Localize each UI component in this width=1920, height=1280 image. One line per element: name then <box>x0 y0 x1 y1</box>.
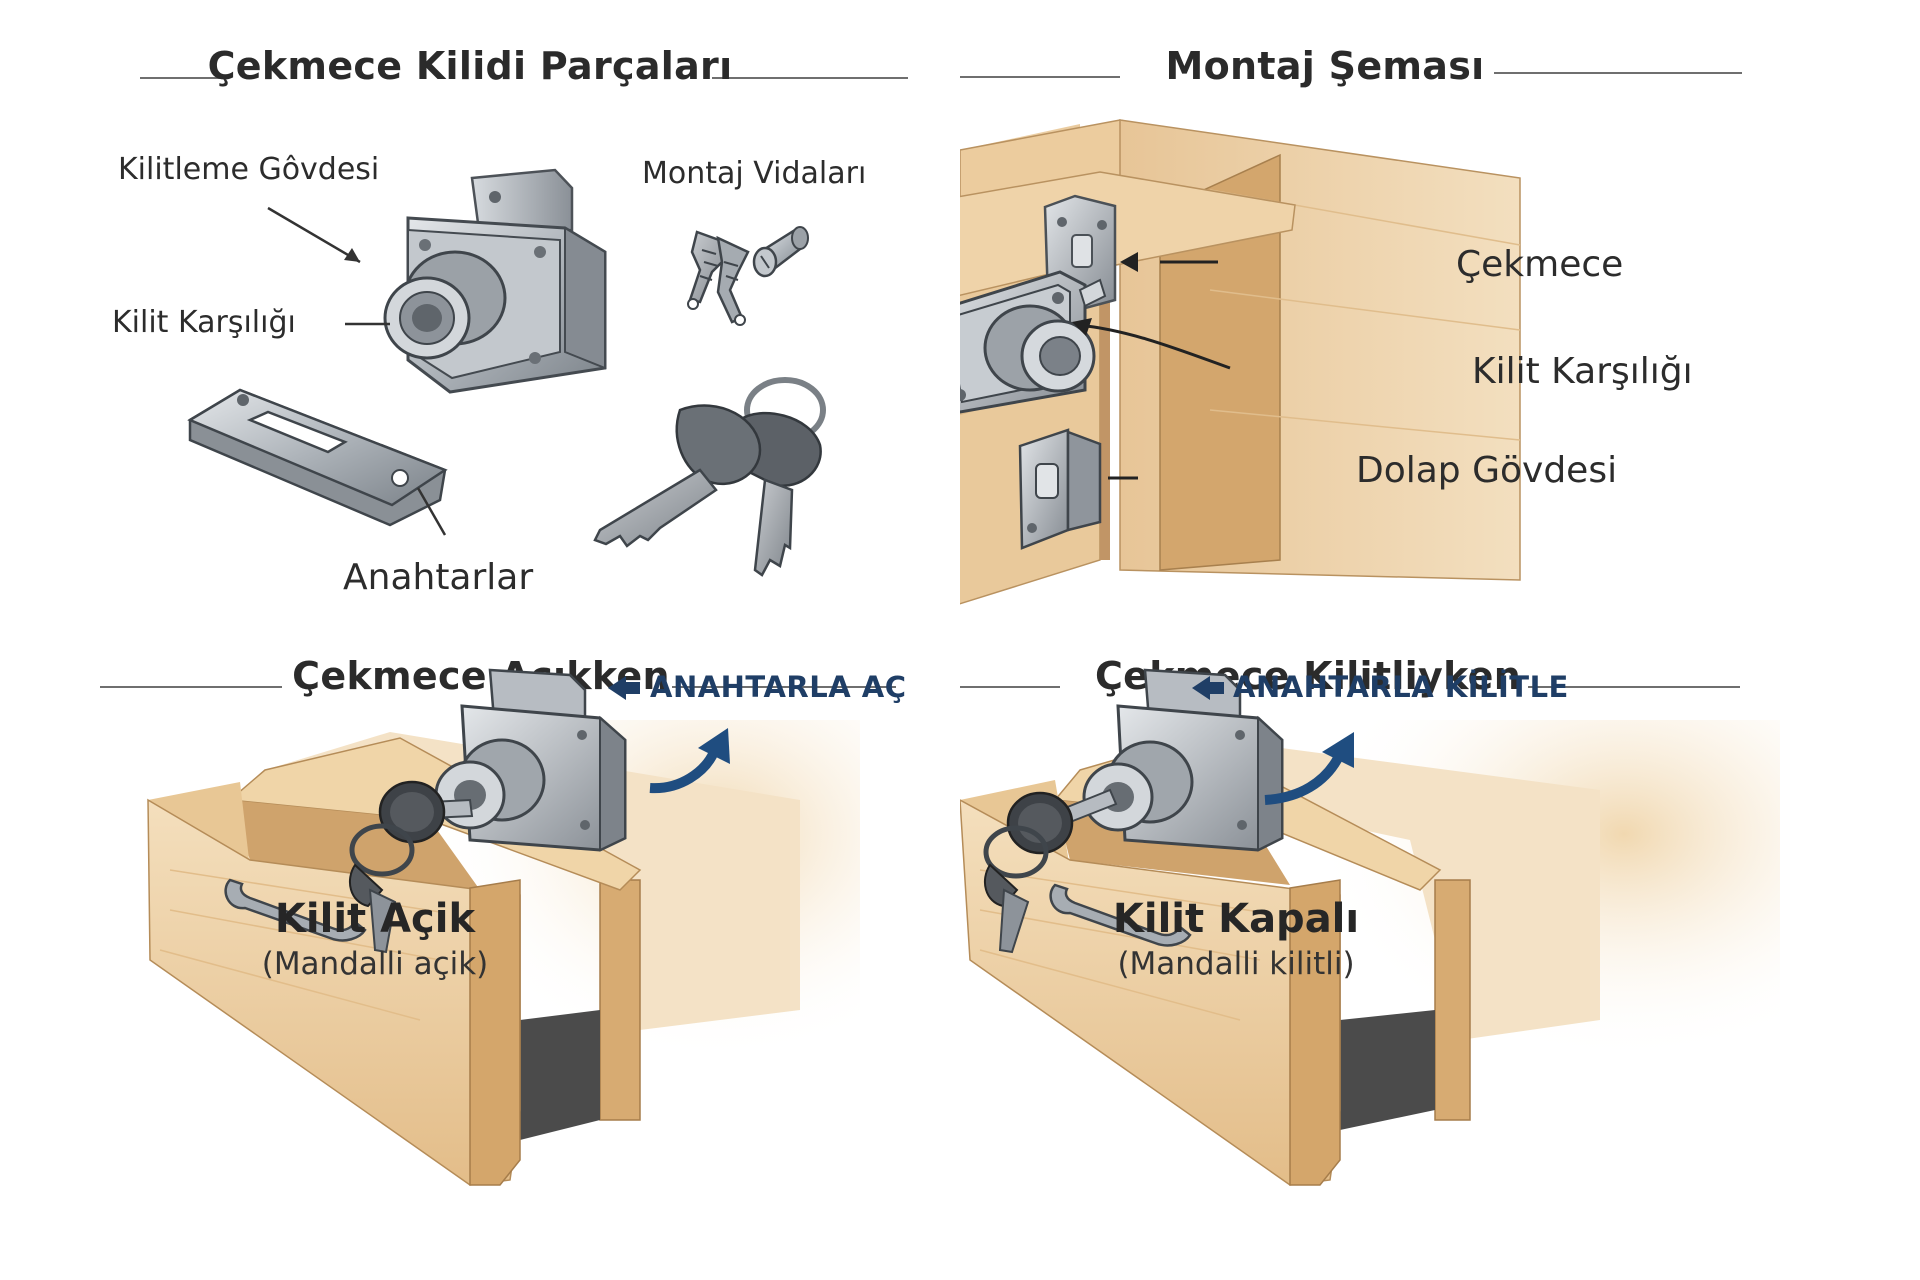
heading-rule-right <box>1528 686 1740 688</box>
open-action-label: ANAHTARLA AÇ <box>650 670 907 704</box>
label-screws: Montaj Vidaları <box>642 156 867 191</box>
locked-action-label: ANAHTARLA KİLİTLE <box>1233 670 1569 704</box>
locked-status: Kilit Kapalı <box>1112 896 1360 942</box>
open-state-section: Çekmece Açıkken <box>0 640 960 1280</box>
key-icon <box>983 788 1118 954</box>
open-status-note: (Mandalli açik) <box>261 946 489 982</box>
label-strike-assembly: Kilit Karşılığı <box>1472 351 1693 392</box>
heading-rule-left <box>140 77 228 79</box>
label-strike: Kilit Karşılığı <box>112 305 296 340</box>
cabinet-strike-icon <box>1018 428 1102 550</box>
drawer-arrowhead <box>1120 252 1138 272</box>
handle-icon <box>1049 883 1192 947</box>
open-caption: Kilit Açik (Mandalli açik) <box>262 896 489 982</box>
pointer-arrowhead <box>344 248 360 262</box>
locked-caption: Kilit Kapalı (Mandalli kilitli) <box>1113 896 1359 982</box>
cabinet-icon <box>1080 736 1600 1130</box>
locked-status-note: (Mandalli kilitli) <box>1117 946 1355 982</box>
parts-section: Çekmece Kilidi Parçaları <box>0 0 960 640</box>
assembly-title: Montaj Şeması <box>1165 44 1485 88</box>
locked-state-section: Çekmece Kilitliyken <box>960 640 1920 1280</box>
label-cabinet: Dolap Gövdesi <box>1356 450 1618 491</box>
open-status: Kilit Açik <box>274 896 476 942</box>
key-icon <box>593 377 826 577</box>
open-title: Çekmece Açıkken <box>292 654 670 698</box>
curved-arrow-icon <box>1264 732 1354 805</box>
action-arrow-icon <box>1192 676 1224 700</box>
lock-body-icon <box>1082 668 1284 852</box>
lock-body-icon <box>434 668 627 852</box>
handle-icon <box>224 878 367 942</box>
key-icon <box>348 780 474 954</box>
lock-body-icon <box>383 168 607 394</box>
parts-title: Çekmece Kilidi Parçaları <box>207 44 733 88</box>
heading-rule-right <box>1494 72 1742 74</box>
heading-rule-left <box>100 686 282 688</box>
open-illustration <box>147 668 860 1186</box>
locked-illustration <box>960 668 1780 1186</box>
cabinet-icon <box>265 732 800 1140</box>
screw-icon <box>687 226 809 326</box>
label-keys: Anahtarlar <box>343 557 534 598</box>
strike-plate-icon <box>187 388 448 527</box>
heading-rule-left <box>960 686 1060 688</box>
lock-body-icon <box>960 270 1107 414</box>
label-lock-body: Kilitleme Gôvdesi <box>118 152 380 187</box>
assembly-illustration <box>960 119 1521 605</box>
strike-pointer <box>1077 323 1231 370</box>
label-drawer: Çekmece <box>1456 244 1624 285</box>
strike-arrowhead <box>1072 318 1092 336</box>
keys-pointer <box>416 487 447 536</box>
parts-illustration <box>187 168 826 577</box>
curved-arrow-icon <box>649 728 730 794</box>
heading-rule-right <box>672 686 896 688</box>
heading-rule-right <box>712 77 908 79</box>
assembly-section: Montaj Şeması <box>960 0 1920 640</box>
heading-rule-left <box>960 76 1120 78</box>
action-arrow-icon <box>608 676 640 700</box>
lock-body-pointer <box>267 206 361 264</box>
